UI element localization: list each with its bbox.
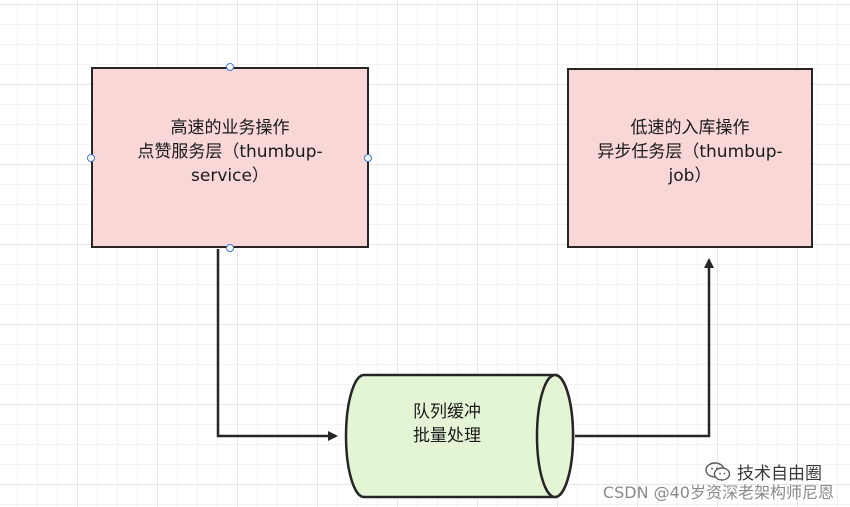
edge-queue-to-job[interactable] [575,258,714,438]
wechat-icon [705,461,731,481]
queue-line-2: 批量处理 [413,426,481,446]
watermark-title-text: 技术自由圈 [737,464,822,484]
service-line-2: 点赞服务层（thumbup- [137,141,323,162]
thumbup-service-box[interactable]: 高速的业务操作 点赞服务层（thumbup- service） [91,67,369,248]
job-line-2: 异步任务层（thumbup- [597,142,783,162]
thumbup-job-box[interactable]: 低速的入库操作 异步任务层（thumbup- job） [567,68,813,248]
resize-handle-top[interactable] [226,63,234,71]
queue-cylinder[interactable] [344,373,575,499]
service-line-1: 高速的业务操作 [170,117,290,138]
queue-line-1: 队列缓冲 [413,402,481,422]
watermark-title: 技术自由圈 [705,459,822,484]
job-line-3: job） [668,166,712,186]
service-line-3: service） [191,165,269,186]
job-line-1: 低速的入库操作 [630,118,750,138]
resize-handle-left[interactable] [87,154,95,162]
resize-handle-right[interactable] [364,154,372,162]
queue-label: 队列缓冲 批量处理 [372,400,522,448]
edge-service-to-queue[interactable] [216,249,338,441]
resize-handle-bottom[interactable] [226,244,234,252]
watermark-subtitle: CSDN @40岁资深老架构师尼恩 [602,483,834,502]
